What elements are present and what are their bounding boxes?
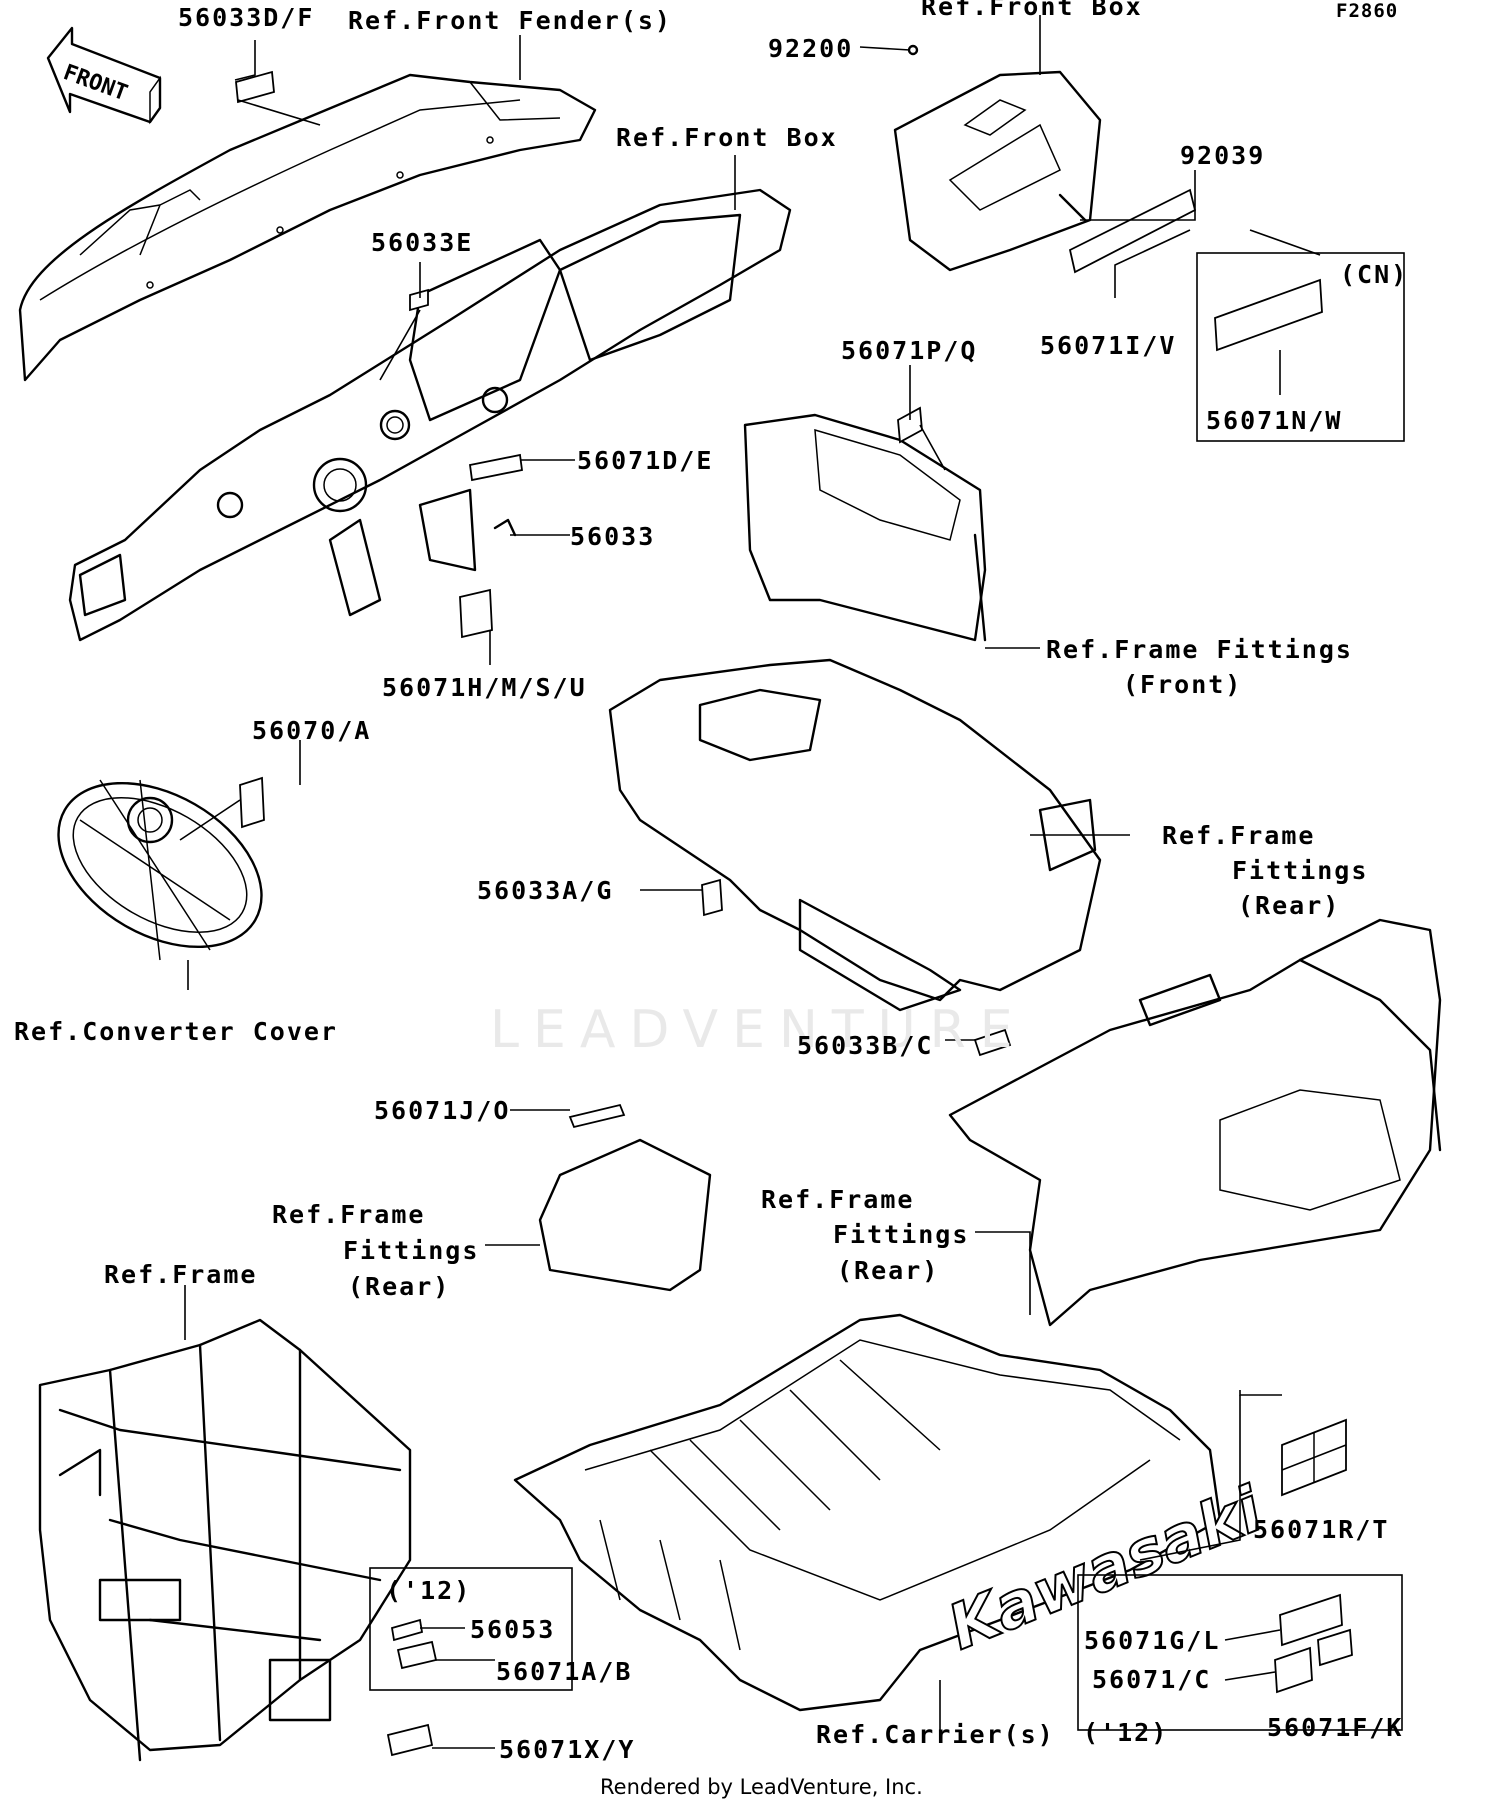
label-ref-frame-fittings-rear-c2: Fittings (833, 1220, 970, 1249)
year-12-box-left (369, 1567, 573, 1691)
label-56071NW: 56071N/W (1206, 406, 1343, 435)
label-56071HMSU: 56071H/M/S/U (382, 673, 587, 702)
decal-56053 (390, 1618, 424, 1642)
label-year12-a: ('12) (386, 1576, 472, 1605)
label-56053: 56053 (470, 1615, 556, 1644)
rendered-by-credit: Rendered by LeadVenture, Inc. (600, 1775, 923, 1799)
decal-56033AG (701, 878, 723, 917)
figure-code: F2860 (1336, 0, 1399, 22)
decal-56071DE (468, 453, 524, 482)
label-56071PQ: 56071P/Q (841, 336, 978, 365)
label-56033: 56033 (570, 522, 656, 551)
decal-56071HMSU (459, 588, 493, 639)
watermark: LEADVENTURE (490, 1000, 1027, 1060)
label-ref-frame-fittings-rear-c3: (Rear) (837, 1256, 940, 1285)
label-ref-frame-fittings-rear-a2: Fittings (1232, 856, 1369, 885)
front-box-part (68, 188, 792, 642)
decal-56071FK (1317, 1628, 1353, 1667)
label-56071C: 56071/C (1092, 1665, 1212, 1694)
label-56071GL: 56071G/L (1084, 1626, 1221, 1655)
label-56071IV: 56071I/V (1040, 331, 1177, 360)
label-ref-front-fender: Ref.Front Fender(s) (348, 6, 672, 35)
label-56071JO: 56071J/O (374, 1096, 511, 1125)
label-ref-frame: Ref.Frame (104, 1260, 258, 1289)
decal-56071NW (1214, 278, 1323, 352)
front-box-lid-part (893, 44, 1197, 274)
leader-lines (179, 15, 1321, 1749)
label-56071DE: 56071D/E (577, 446, 714, 475)
label-ref-front-box-mid: Ref.Front Box (616, 123, 838, 152)
label-cn: (CN) (1340, 260, 1409, 289)
label-56071XY: 56071X/Y (499, 1735, 636, 1764)
label-ref-frame-fittings-rear-b2: Fittings (343, 1236, 480, 1265)
decal-56071GL (1279, 1593, 1343, 1647)
label-ref-frame-fittings-front-2: (Front) (1123, 670, 1243, 699)
decal-56071IV (1068, 188, 1197, 274)
decal-56071JO (568, 1103, 626, 1129)
front-direction-arrow: FRONT (46, 26, 162, 125)
label-ref-frame-fittings-rear-b1: Ref.Frame (272, 1200, 426, 1229)
label-92039: 92039 (1180, 141, 1266, 170)
decal-56070A (239, 776, 265, 829)
cn-variant-box (1196, 252, 1405, 442)
decal-56071AB (396, 1640, 438, 1670)
year-12-box-right (1077, 1574, 1403, 1731)
label-ref-frame-fittings-rear-c1: Ref.Frame (761, 1185, 915, 1214)
front-fender-part (18, 73, 597, 382)
decal-56071XY (386, 1723, 434, 1757)
label-ref-frame-fittings-rear-b3: (Rear) (348, 1272, 451, 1301)
label-ref-frame-fittings-rear-a3: (Rear) (1238, 891, 1341, 920)
decal-56033E (409, 288, 429, 312)
key-56033 (493, 518, 517, 537)
decal-56033DF (235, 70, 275, 104)
frame-fittings-rear-plate-part (538, 1103, 712, 1292)
label-ref-frame-fittings-front-1: Ref.Frame Fittings (1046, 635, 1353, 664)
label-56071FK: 56071F/K (1267, 1713, 1404, 1742)
label-ref-carrier: Ref.Carrier(s) (816, 1720, 1055, 1749)
frame-fittings-rear-center-part (608, 658, 1102, 1012)
label-ref-frame-fittings-rear-a1: Ref.Frame (1162, 821, 1316, 850)
decal-56033BC (973, 1028, 1012, 1057)
label-year12-b: ('12) (1083, 1718, 1169, 1747)
frame-fittings-rear-right-part (948, 918, 1442, 1327)
label-56033DF: 56033D/F (178, 3, 315, 32)
label-56071RT: 56071R/T (1253, 1515, 1390, 1544)
label-56033E: 56033E (371, 228, 474, 257)
decal-56071C (1274, 1646, 1313, 1694)
label-56071AB: 56071A/B (496, 1657, 633, 1686)
label-ref-converter-cover: Ref.Converter Cover (14, 1017, 338, 1046)
label-56033AG: 56033A/G (477, 876, 614, 905)
frame-fittings-front-part (743, 406, 987, 642)
label-56070A: 56070/A (252, 716, 372, 745)
washer-92200 (907, 44, 919, 56)
frame-part (38, 1318, 412, 1762)
clip-92039 (1058, 193, 1087, 222)
label-92200: 92200 (768, 34, 854, 63)
converter-cover-part (57, 779, 263, 961)
label-56033BC: 56033B/C (797, 1031, 934, 1060)
label-ref-front-box-top: Ref.Front Box (921, 0, 1143, 21)
